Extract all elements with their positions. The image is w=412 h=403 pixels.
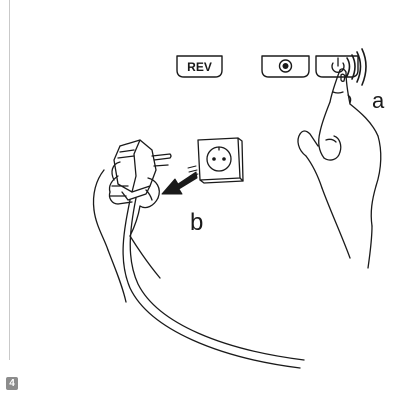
rev-button: REV: [177, 56, 222, 77]
callout-b-label: b: [190, 209, 203, 236]
unplug-arrow-icon: [162, 172, 197, 194]
press-waves-icon: [347, 49, 366, 85]
power-icon: [332, 58, 344, 72]
pressing-hand: [298, 69, 381, 268]
step-number-badge: 4: [6, 377, 18, 390]
target-icon: [280, 60, 292, 72]
rev-button-label: REV: [187, 60, 212, 74]
callout-a-label: a: [372, 88, 385, 113]
power-button: [316, 56, 358, 77]
display-button: [262, 56, 309, 77]
wall-socket: [198, 138, 243, 183]
